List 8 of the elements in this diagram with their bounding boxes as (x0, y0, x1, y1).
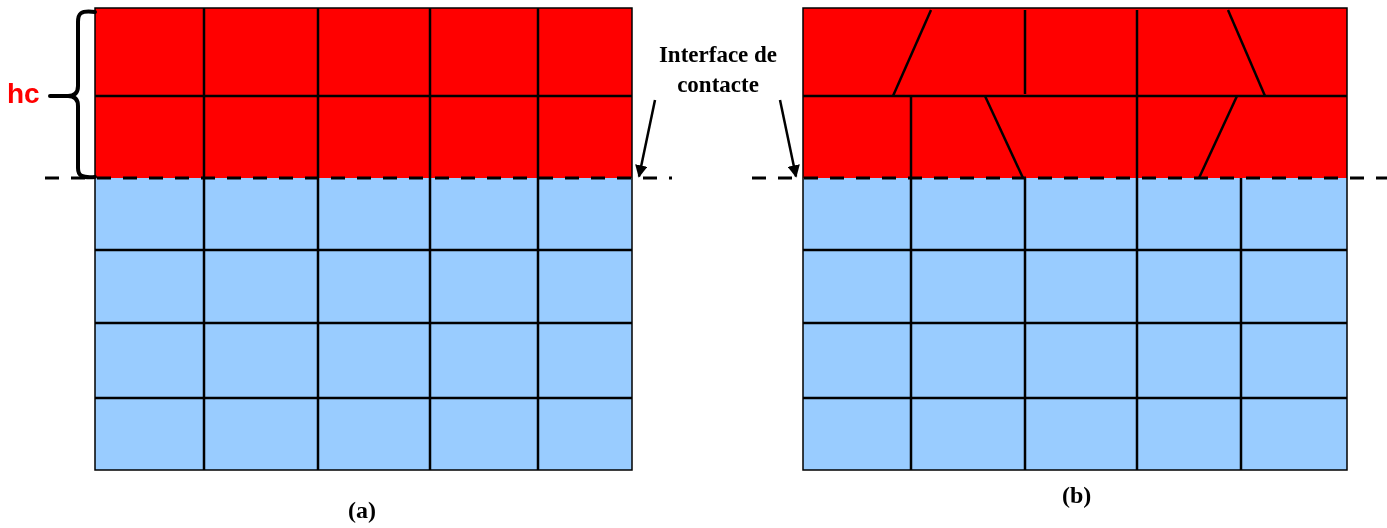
interface-dashed-line (45, 176, 672, 180)
panel-label: (a) (348, 497, 376, 524)
leader-arrow (635, 99, 657, 178)
leader-arrow (778, 99, 800, 178)
dimension-label: hc (7, 78, 40, 110)
interface-dashed-line (752, 176, 1387, 180)
annotation-label: Interface de contacte (636, 40, 800, 100)
panel-label: (b) (1062, 482, 1092, 509)
